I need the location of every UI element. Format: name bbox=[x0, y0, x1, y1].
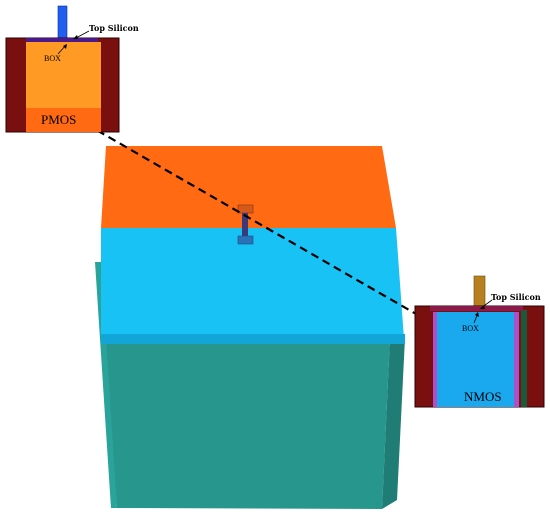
nmos-inner-left-accent bbox=[433, 312, 437, 407]
connector-arrows bbox=[80, 121, 432, 323]
pmos-box-label: BOX bbox=[44, 54, 61, 63]
nmos-inset: Top Silicon BOX NMOS bbox=[414, 275, 545, 408]
nmos-top-silicon-layer bbox=[430, 306, 523, 311]
pmos-box-pointer-head bbox=[63, 44, 67, 49]
pmos-top-silicon-label: Top Silicon bbox=[89, 23, 139, 33]
nmos-top-silicon-label: Top Silicon bbox=[491, 292, 541, 302]
pmos-to-nmos-dashed-arrow bbox=[80, 121, 432, 323]
substrate-right-face bbox=[382, 338, 405, 509]
nmos-box-pointer-head bbox=[475, 312, 479, 317]
center-pmos-gate-mark bbox=[237, 204, 254, 214]
substrate-front-face bbox=[101, 338, 390, 509]
pmos-inset: Top Silicon BOX PMOS bbox=[5, 5, 139, 133]
pmos-device-label: PMOS bbox=[41, 112, 76, 127]
nmos-inner-right-accent bbox=[514, 312, 519, 407]
pmos-top-silicon-layer bbox=[26, 38, 98, 42]
nmos-box-label: BOX bbox=[462, 324, 479, 333]
nmos-contact-stem bbox=[473, 275, 486, 307]
center-nmos-gate-mark bbox=[237, 235, 254, 245]
pmos-contact-stem bbox=[57, 5, 68, 40]
pmos-top-silicon-pointer-head bbox=[73, 35, 78, 39]
pmos-inner-region-lower bbox=[26, 108, 101, 132]
nmos-region-front-edge bbox=[101, 334, 405, 344]
nmos-region-top bbox=[101, 228, 404, 339]
main-block bbox=[95, 146, 405, 509]
nmos-side-strip bbox=[521, 310, 527, 407]
pmos-inner-region-upper bbox=[26, 42, 101, 108]
nmos-device-label: NMOS bbox=[464, 389, 502, 404]
substrate-left-face bbox=[95, 262, 117, 508]
nmos-top-silicon-pointer-head bbox=[480, 305, 485, 309]
nmos-inner-region bbox=[433, 312, 519, 407]
